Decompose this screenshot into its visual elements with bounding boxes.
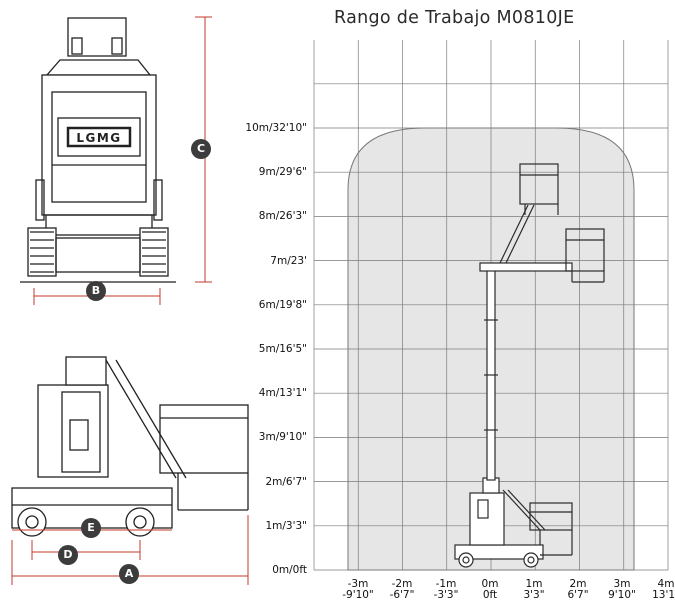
x-tick-imperial: -6'7" bbox=[389, 589, 415, 601]
x-tick-metric: -3m bbox=[347, 578, 369, 590]
x-tick-imperial: 13'1" bbox=[652, 589, 675, 601]
x-tick-label: -1m-3'3" bbox=[421, 579, 471, 601]
x-tick-metric: 1m bbox=[525, 578, 543, 590]
y-tick-label: 6m/19'8" bbox=[258, 298, 307, 311]
brand-logo: LGMG bbox=[76, 131, 121, 145]
x-tick-metric: -2m bbox=[391, 578, 413, 590]
y-tick-label: 1m/3'3" bbox=[265, 519, 307, 532]
working-range-chart bbox=[313, 40, 669, 571]
x-tick-imperial: 3'3" bbox=[523, 589, 545, 601]
y-tick-label: 4m/13'1" bbox=[258, 387, 307, 400]
y-tick-label: 5m/16'5" bbox=[258, 343, 307, 355]
y-tick-label: 3m/9'10" bbox=[258, 431, 307, 444]
brand-logo-plate bbox=[66, 126, 132, 148]
x-tick-label: -2m-6'7" bbox=[377, 579, 427, 601]
y-tick-label: 10m/32'10" bbox=[245, 122, 307, 134]
x-tick-label: -3m-9'10" bbox=[333, 579, 383, 601]
y-tick-label: 7m/23' bbox=[270, 254, 307, 267]
machine-mast-extended bbox=[479, 163, 605, 481]
x-tick-imperial: -3'3" bbox=[433, 589, 459, 601]
y-tick-label: 0m/0ft bbox=[272, 564, 307, 576]
x-tick-metric: 0m bbox=[481, 578, 499, 590]
y-tick-label: 8m/26'3" bbox=[258, 210, 307, 223]
dimension-badge-a: A bbox=[119, 564, 139, 584]
dimension-badge-b: B bbox=[86, 281, 106, 301]
x-tick-imperial: -9'10" bbox=[342, 589, 374, 601]
x-tick-metric: 4m bbox=[657, 578, 675, 590]
y-tick-label: 9m/29'6" bbox=[258, 166, 307, 179]
chart-grid bbox=[313, 40, 669, 571]
x-tick-metric: 2m bbox=[569, 578, 587, 590]
machine-side-view bbox=[11, 356, 249, 537]
dimension-badge-e: E bbox=[81, 518, 101, 538]
machine-lowered bbox=[454, 477, 573, 568]
x-tick-imperial: 0ft bbox=[482, 589, 498, 601]
y-tick-label: 2m/6'7" bbox=[265, 475, 307, 488]
x-tick-imperial: 9'10" bbox=[608, 589, 636, 601]
x-tick-metric: 3m bbox=[613, 578, 631, 590]
diagram-title: Rango de Trabajo M0810JE bbox=[334, 8, 575, 28]
x-tick-metric: -1m bbox=[435, 578, 457, 590]
x-tick-imperial: 6'7" bbox=[567, 589, 589, 601]
machine-front-view bbox=[20, 17, 176, 283]
dimension-badge-d: D bbox=[58, 545, 78, 565]
dimension-badge-c: C bbox=[191, 139, 211, 159]
